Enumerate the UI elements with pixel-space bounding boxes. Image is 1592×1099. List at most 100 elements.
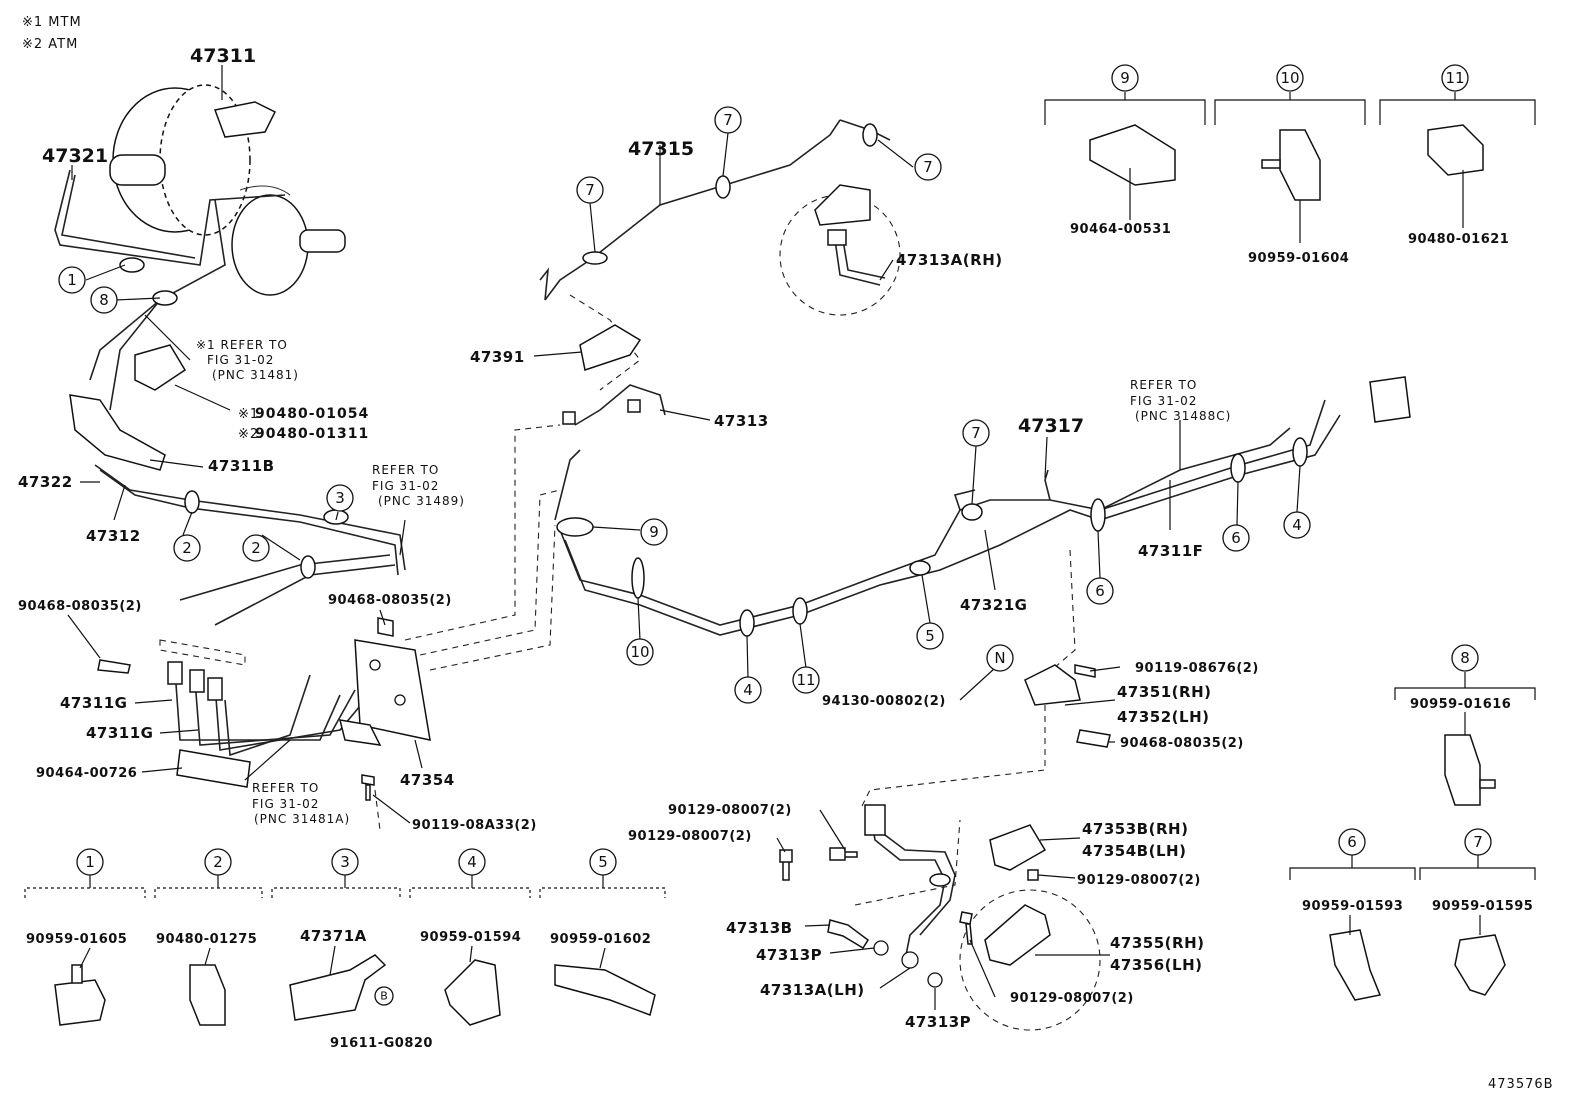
label-47317: 47317 <box>1018 415 1084 437</box>
marker-mtm: ※1 <box>238 407 259 422</box>
callout-7: 7 <box>962 419 990 447</box>
label-90480-01054: 90480-01054 <box>255 406 369 422</box>
svg-text:B: B <box>380 990 388 1003</box>
svg-text:11: 11 <box>796 671 815 689</box>
svg-text:2: 2 <box>251 539 261 557</box>
legend-atm: ※2 ATM <box>22 37 78 52</box>
callout-3: 3 <box>326 484 354 512</box>
label-90468-08035-a: 90468-08035(2) <box>18 599 142 614</box>
refer-note-31488c: REFER TO FIG 31-02 (PNC 31488C) <box>1130 378 1231 423</box>
label-90468-08035-c: 90468-08035(2) <box>1120 736 1244 751</box>
svg-text:4: 4 <box>743 681 753 699</box>
callout-8: 8 <box>90 286 118 314</box>
svg-text:7: 7 <box>723 111 733 129</box>
svg-text:7: 7 <box>971 424 981 442</box>
label-91611-g0820: 91611-G0820 <box>330 1036 433 1051</box>
svg-text:FIG 31-02: FIG 31-02 <box>207 353 274 367</box>
label-90959-01605: 90959-01605 <box>26 932 127 947</box>
callout-7: 7 <box>914 153 942 181</box>
pipe-47313 <box>574 384 666 426</box>
svg-text:※1 REFER TO: ※1 REFER TO <box>196 338 288 352</box>
legend-mtm: ※1 MTM <box>22 15 82 30</box>
figure-id: 473576B <box>1488 1077 1554 1092</box>
callout-11-group: 11 <box>1441 64 1469 92</box>
callout-6: 6 <box>1222 524 1250 552</box>
label-90959-01595: 90959-01595 <box>1432 899 1533 914</box>
label-47313: 47313 <box>714 412 769 430</box>
svg-text:8: 8 <box>99 291 109 309</box>
callout-7-group: 7 <box>1464 828 1492 856</box>
callout-11: 11 <box>792 666 820 694</box>
label-47351: 47351(RH) <box>1117 683 1212 701</box>
clamp-5-drawing <box>554 964 656 1016</box>
svg-text:2: 2 <box>213 853 223 871</box>
callout-5-group: 5 <box>589 848 617 876</box>
label-90464-00531: 90464-00531 <box>1070 222 1171 237</box>
label-47371a: 47371A <box>300 927 367 945</box>
bracket-47311b-drawing <box>69 394 166 471</box>
bracket-47353b-drawing <box>989 824 1047 871</box>
label-47313b: 47313B <box>726 919 793 937</box>
hoses-47311g <box>174 669 341 741</box>
clamp-8-drawing <box>1444 734 1481 806</box>
callout-1-group: 1 <box>76 848 104 876</box>
label-47355: 47355(RH) <box>1110 934 1205 952</box>
label-47321g: 47321G <box>960 596 1028 614</box>
callout-4: 4 <box>1283 511 1311 539</box>
clamp-6-drawing <box>1329 929 1382 1001</box>
label-47311: 47311 <box>190 45 256 67</box>
label-90129-08007-c: 90129-08007(2) <box>1077 873 1201 888</box>
callout-4-group: 4 <box>458 848 486 876</box>
hose-47313a-lh <box>869 809 946 961</box>
label-90468-08035-b: 90468-08035(2) <box>328 593 452 608</box>
svg-text:FIG 31-02: FIG 31-02 <box>252 797 319 811</box>
svg-text:6: 6 <box>1095 582 1105 600</box>
svg-text:(PNC 31488C): (PNC 31488C) <box>1135 409 1231 423</box>
label-47313p-a: 47313P <box>756 946 822 964</box>
callout-1: 1 <box>58 266 86 294</box>
svg-text:REFER TO: REFER TO <box>1130 378 1197 392</box>
svg-text:7: 7 <box>1473 833 1483 851</box>
svg-text:9: 9 <box>1120 69 1130 87</box>
svg-text:(PNC 31481A): (PNC 31481A) <box>254 812 350 826</box>
svg-text:5: 5 <box>925 627 935 645</box>
callout-2: 2 <box>242 534 270 562</box>
callout-4: 4 <box>734 676 762 704</box>
clamp-9-drawing <box>1089 124 1176 186</box>
svg-text:FIG 31-02: FIG 31-02 <box>372 479 439 493</box>
clamp-2-drawing <box>189 964 226 1026</box>
callout-7: 7 <box>576 176 604 204</box>
callout-9: 9 <box>640 518 668 546</box>
label-90959-01602: 90959-01602 <box>550 932 651 947</box>
callout-7: 7 <box>714 106 742 134</box>
bracket-47391-drawing <box>579 324 642 371</box>
label-47354: 47354 <box>400 771 455 789</box>
label-90129-08007-d: 90129-08007(2) <box>1010 991 1134 1006</box>
svg-text:1: 1 <box>67 271 77 289</box>
bracket-47355-drawing <box>984 904 1051 966</box>
callout-3-group: 3 <box>331 848 359 876</box>
svg-text:6: 6 <box>1347 833 1357 851</box>
label-47322: 47322 <box>18 473 73 491</box>
svg-text:10: 10 <box>1280 69 1299 87</box>
label-90959-01594: 90959-01594 <box>420 930 521 945</box>
label-47313p-b: 47313P <box>905 1013 971 1031</box>
clamp-7-drawing <box>1454 934 1506 996</box>
svg-text:11: 11 <box>1445 69 1464 87</box>
label-47311f: 47311F <box>1138 542 1203 560</box>
label-47312: 47312 <box>86 527 141 545</box>
svg-text:6: 6 <box>1231 529 1241 547</box>
label-90119-08a33: 90119-08A33(2) <box>412 818 537 833</box>
label-47353b: 47353B(RH) <box>1082 820 1188 838</box>
label-47313a-rh: 47313A(RH) <box>896 251 1003 269</box>
callout-6: 6 <box>1086 577 1114 605</box>
svg-text:REFER TO: REFER TO <box>252 781 319 795</box>
svg-text:2: 2 <box>182 539 192 557</box>
refer-note-31489: REFER TO FIG 31-02 (PNC 31489) <box>372 463 464 508</box>
clamp-3-drawing <box>289 954 387 1021</box>
label-90119-08676: 90119-08676(2) <box>1135 661 1259 676</box>
clamp-90464-00726-drawing <box>176 749 251 788</box>
callout-2-group: 2 <box>204 848 232 876</box>
callout-6-group: 6 <box>1338 828 1366 856</box>
label-94130-00802: 94130-00802(2) <box>822 694 946 709</box>
